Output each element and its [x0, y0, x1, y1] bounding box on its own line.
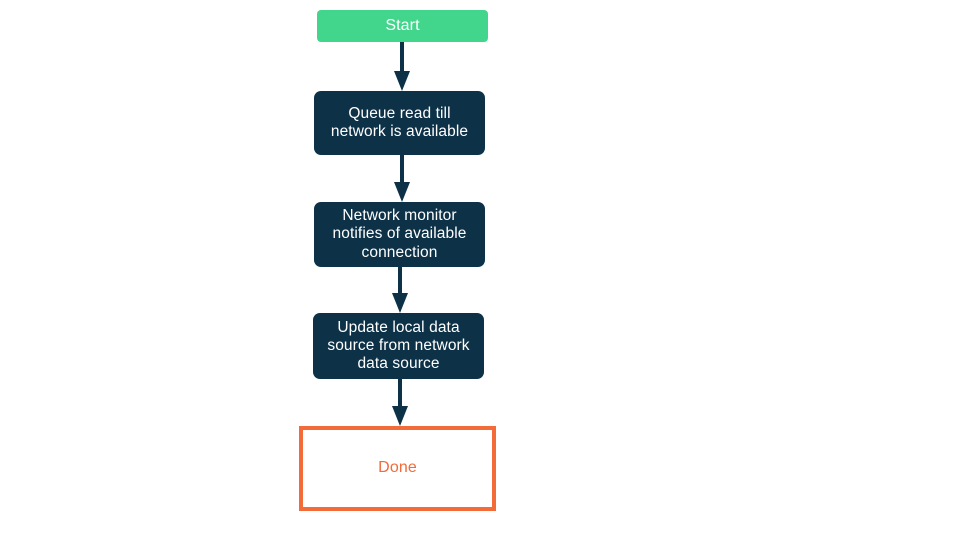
flow-node-update-local-data-label: Update local data source from network da… — [327, 318, 470, 373]
flow-node-network-monitor[interactable]: Network monitor notifies of available co… — [314, 202, 485, 267]
flow-node-update-local-data[interactable]: Update local data source from network da… — [313, 313, 484, 379]
flow-node-done[interactable]: Done — [299, 426, 496, 511]
flow-node-start[interactable]: Start — [317, 10, 488, 42]
arrow-stem — [400, 42, 404, 71]
arrow-stem — [398, 267, 402, 293]
flow-node-queue-read[interactable]: Queue read till network is available — [314, 91, 485, 155]
flow-edge-start-to-queue-read — [394, 42, 410, 91]
flow-node-network-monitor-label: Network monitor notifies of available co… — [332, 207, 467, 261]
arrow-head-icon — [394, 182, 410, 202]
flow-node-queue-read-label: Queue read till network is available — [330, 104, 469, 140]
arrow-head-icon — [394, 71, 410, 91]
flow-edge-queue-read-to-network-monitor — [394, 155, 410, 202]
flow-edge-network-monitor-to-update-local-data — [392, 267, 408, 313]
flow-node-done-label: Done — [378, 459, 417, 477]
arrow-stem — [398, 379, 402, 406]
flow-edge-update-local-data-to-done — [392, 379, 408, 426]
flow-node-start-label: Start — [385, 16, 420, 34]
arrow-stem — [400, 155, 404, 182]
arrow-head-icon — [392, 293, 408, 313]
arrow-head-icon — [392, 406, 408, 426]
